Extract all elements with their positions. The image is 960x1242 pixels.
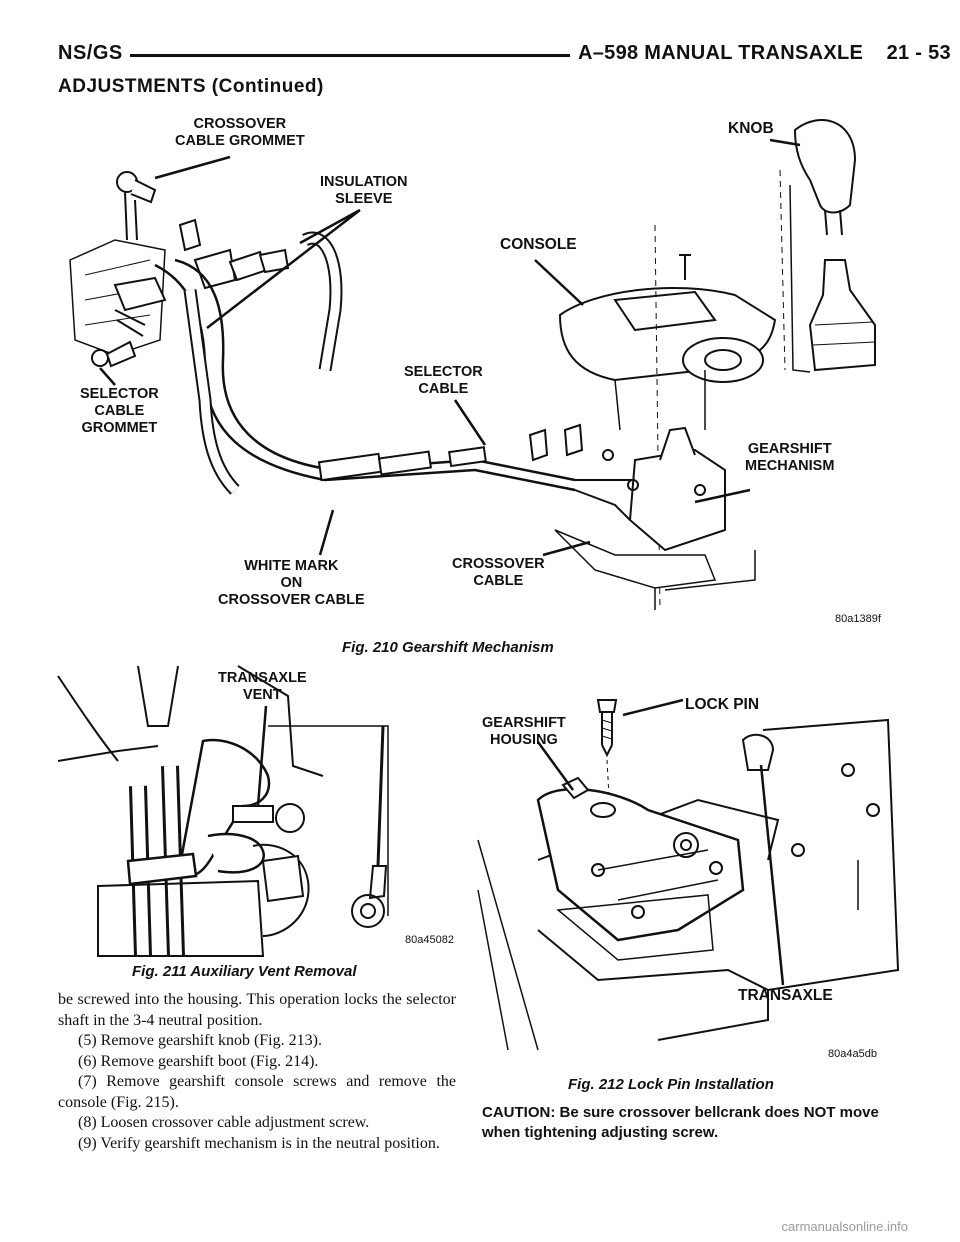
fig211-caption: Fig. 211 Auxiliary Vent Removal (132, 963, 357, 980)
fig212-code: 80a4a5db (828, 1048, 877, 1060)
label-selector-cable-grommet: SELECTOR CABLE GROMMET (80, 386, 159, 436)
fig212-caption: Fig. 212 Lock Pin Installation (568, 1076, 774, 1093)
fig212-illustration (477, 698, 900, 1051)
step-8: (8) Loosen crossover cable adjustment sc… (78, 1114, 370, 1131)
header-rule (130, 54, 570, 57)
step-6: (6) Remove gearshift boot (Fig. 214). (78, 1052, 319, 1070)
step-7: (7) Remove gearshift console screws and … (58, 1073, 456, 1111)
fig210-illustration (69, 119, 876, 611)
label-knob: KNOB (728, 120, 774, 137)
fig210-caption: Fig. 210 Gearshift Mechanism (342, 639, 554, 656)
page-header-model: NS/GS (58, 42, 123, 64)
fig211-code: 80a45082 (405, 934, 454, 946)
procedure-text: be screwed into the housing. This operat… (58, 990, 456, 1154)
label-white-mark: WHITE MARK ON CROSSOVER CABLE (218, 558, 365, 608)
caution-note: CAUTION: Be sure crossover bellcrank doe… (482, 1104, 879, 1141)
label-gearshift-housing: GEARSHIFT HOUSING (482, 715, 566, 748)
fig210-code: 80a1389f (835, 613, 881, 625)
step-5: (5) Remove gearshift knob (Fig. 213). (78, 1032, 322, 1049)
label-lock-pin: LOCK PIN (685, 696, 760, 713)
label-crossover-cable-grommet: CROSSOVER CABLE GROMMET (175, 116, 305, 149)
label-insulation-sleeve: INSULATION SLEEVE (320, 174, 408, 207)
label-gearshift-mechanism: GEARSHIFT MECHANISM (745, 441, 835, 474)
page-header-title: A–598 MANUAL TRANSAXLE 21 - 53 (578, 42, 951, 64)
step-9: (9) Verify gearshift mechanism is in the… (78, 1134, 440, 1152)
paragraph-continued: be screwed into the housing. This operat… (58, 991, 456, 1029)
watermark: carmanualsonline.info (781, 1219, 908, 1234)
label-transaxle-vent: TRANSAXLE VENT (218, 670, 307, 703)
label-crossover-cable: CROSSOVER CABLE (452, 556, 545, 589)
fig211-photo (57, 665, 458, 957)
label-transaxle: TRANSAXLE (738, 987, 833, 1004)
label-selector-cable: SELECTOR CABLE (404, 364, 483, 397)
section-title: ADJUSTMENTS (Continued) (58, 76, 324, 97)
label-console: CONSOLE (500, 236, 577, 253)
